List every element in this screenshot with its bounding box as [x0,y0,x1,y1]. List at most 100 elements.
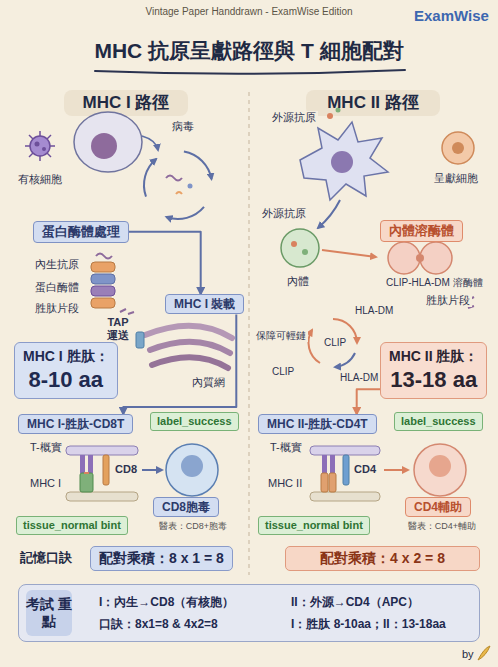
illustration-part [66,446,138,455]
illustration-part [144,159,156,197]
text-label: 外源抗原 [260,207,308,220]
peptide-length-box: MHC II 胜肽： 13-18 aa [380,342,487,399]
illustration-part [308,330,320,363]
illustration-part [95,70,405,74]
illustration-part [166,444,218,496]
process-tag: MHC I 裝載 [165,294,244,314]
text-label: 呈獻細胞 [432,172,480,185]
illustration-part [91,262,115,272]
illustration-part [310,446,380,455]
node-text: tissue_normal bint [265,519,363,532]
text-label: CLIP-HLA-DM 溶酶體 [384,277,485,289]
illustration-part [64,90,188,116]
text-label: 醫表：CD8+胞毒 [148,521,238,532]
illustration-part [331,151,353,173]
illustration-part [181,455,203,477]
text-label: 胜肽片段 [33,302,81,315]
node-text: I：內生→CD8（有核胞） [99,595,234,609]
text-label: TAP 運送 [102,316,134,341]
illustration-part [91,298,115,308]
complex-tag: MHC I-胜肽-CD8T [18,414,133,434]
node-text: II：外源→CD4（APC） [291,595,419,609]
node-text: 13-18 aa [389,367,478,393]
node-text: MHC II 胜肽： [389,348,478,365]
process-tag: 蛋白酶體處理 [33,221,129,243]
node-text: I：胜肽 8-10aa；II：13-18aa [291,617,446,631]
illustration-part [188,184,193,189]
illustration-part [88,455,93,473]
illustration-part [142,469,162,471]
node-text: 內體溶酶體 [389,223,454,239]
cell-tag: CD8胞毒 [153,497,219,517]
illustration-part [300,122,388,200]
illustration-part [145,326,232,338]
illustration-part [80,473,93,492]
key-box: 考試 重點 [26,590,72,636]
illustration-part [80,455,85,473]
illustration-part [66,492,138,501]
text-label: HLA-DM [338,372,380,384]
illustration-part [306,90,440,116]
illustration-part [420,242,452,274]
illustration-part [150,342,230,353]
node-text: MHC I-胜肽-CD8T [27,417,124,431]
node-text: CD4輔助 [414,500,462,514]
text-label: 外源抗原 [270,111,318,124]
illustration-part [96,254,112,259]
illustration-part [35,142,40,147]
text-label: 保障可輕鏈 [254,330,308,342]
illustration-part [310,492,380,501]
status-tag: label_success [394,412,483,431]
node-text: 蛋白酶體處理 [42,224,120,240]
summary-panel: I：內生→CD8（有核胞）II：外源→CD4（APC）口訣：8x1=8 & 4x… [18,584,480,642]
text-label: CD8 [113,463,139,476]
node-text: 8-10 aa [23,367,109,393]
illustration-part [321,473,328,492]
text-label: MHC II [266,477,304,490]
text-label: 內體 [285,275,311,288]
illustration-part [176,192,182,194]
illustration-part [74,112,142,172]
illustration-part [384,469,408,471]
text-label: 醫表：CD4+輔助 [396,521,488,532]
illustration-part [166,207,204,219]
illustration-part [322,250,376,257]
peptide-length-box: MHC I 胜肽： 8-10 aa [14,342,118,399]
formula-box: 配對乘積：4 x 2 = 8 [285,546,480,571]
status-tag: label_success [150,412,239,431]
illustration-part [429,455,451,477]
text-label: 蛋白酶體 [33,281,81,294]
illustration-part [414,444,466,496]
illustration-part [302,249,308,255]
illustration-part [91,274,115,284]
illustration-part [25,131,55,161]
text-label: 內質網 [190,376,227,389]
text-label: 有核細胞 [16,173,64,186]
illustration-part [291,241,297,247]
illustration-part [136,332,144,348]
flow-arrow [129,232,201,294]
illustration-part [152,357,228,368]
text-label: MHC I [28,477,63,490]
illustration-part [103,455,109,485]
node-text: MHC I 胜肽： [23,348,109,365]
text-label: ExamWise [412,7,491,25]
flow-arrow [357,389,380,414]
text-label: 病毒 [170,120,196,133]
complex-tag: MHC II-胜肽-CD4T [258,414,377,434]
text-label: CD4 [352,463,378,476]
illustration-part [184,152,212,180]
text-label: CLIP [270,366,296,378]
illustration-part [478,646,490,660]
illustration-part [442,132,474,164]
text-label: HLA-DM [353,305,395,317]
text-label: T-概實 [28,441,64,454]
text-label: MHC I 路徑 [64,93,188,113]
illustration-part [388,242,420,274]
node-text: 考試 重點 [26,596,72,630]
text-label: 內生抗原 [33,258,81,271]
text-label: T-概實 [268,441,304,454]
illustration-part [91,133,117,159]
illustration-part [322,455,327,473]
